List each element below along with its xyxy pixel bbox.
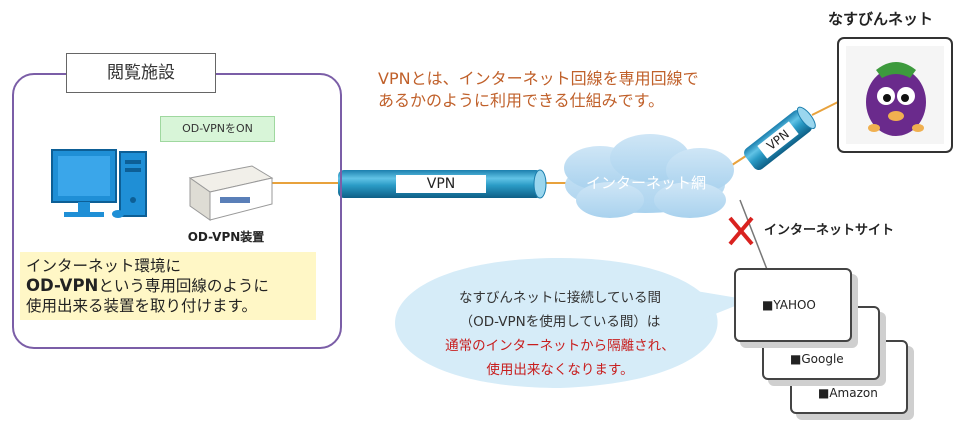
vpn-tunnel-right: [744, 106, 816, 170]
vpn-tunnel-main: [338, 169, 547, 199]
bubble-text: なすびんネットに接続している間 （OD-VPNを使用している間）は 通常のインタ…: [410, 286, 710, 382]
odvpn-on-badge: OD-VPNをON: [160, 116, 275, 142]
internet-cloud-label: インターネット網: [585, 174, 706, 192]
vpn-description: VPNとは、インターネット回線を専用回線で あるかのように利用できる仕組みです。: [378, 68, 699, 112]
nasubin-title: なすびんネット: [828, 10, 934, 28]
note-line-2: OD-VPNという専用回線のように: [26, 276, 310, 296]
odvpn-device-label: OD-VPN装置: [187, 230, 265, 244]
bubble-line-3: 通常のインターネットから隔離され、: [445, 338, 675, 354]
blocked-cross-icon: [728, 216, 754, 246]
internet-cloud: [564, 134, 734, 218]
vpn-desc-line-2: あるかのように利用できる仕組みです。: [378, 91, 665, 110]
site-card-yahoo: ■YAHOO: [734, 268, 852, 342]
vpn-desc-line-1: VPNとは、インターネット回線を専用回線で: [378, 69, 699, 88]
bubble-line-4: 使用出来なくなります。: [486, 362, 634, 378]
bubble-line-2: （OD-VPNを使用している間）は: [459, 314, 661, 330]
site-label-amazon: ■Amazon: [818, 386, 878, 400]
bubble-line-1: なすびんネットに接続している間: [458, 290, 662, 306]
note-line-3: 使用出来る装置を取り付けます。: [26, 297, 257, 315]
note-line-2-rest: という専用回線のように: [98, 277, 269, 295]
site-label-google: ■Google: [790, 352, 844, 366]
site-label-yahoo: ■YAHOO: [762, 298, 816, 312]
note-line-1: インターネット環境に: [26, 257, 182, 275]
note-odvpn-bold: OD-VPN: [26, 276, 99, 295]
vpn-tunnel-main-label: VPN: [426, 176, 456, 192]
nasubin-logo: [837, 37, 953, 153]
internet-site-label: インターネットサイト: [764, 223, 895, 238]
facility-note: インターネット環境に OD-VPNという専用回線のように 使用出来る装置を取り付…: [20, 252, 316, 320]
facility-label: 閲覧施設: [66, 53, 216, 93]
odvpn-device-icon: [188, 165, 274, 221]
pc-icon: [51, 149, 147, 218]
